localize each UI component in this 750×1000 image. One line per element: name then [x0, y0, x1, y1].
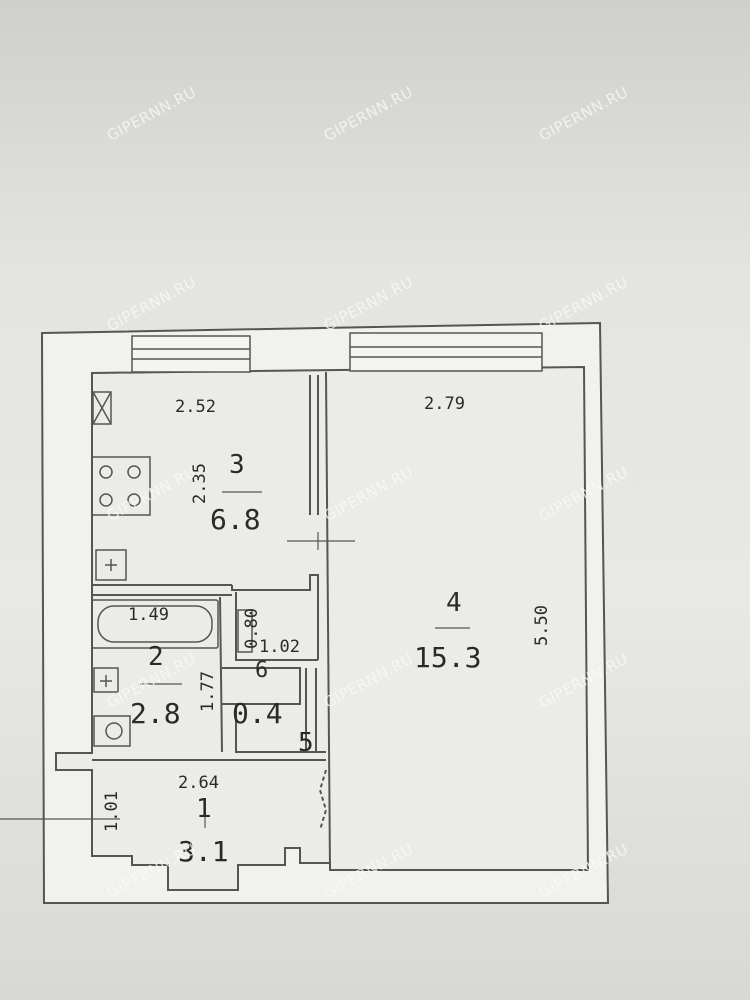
room-4-area: 15.3	[414, 641, 482, 674]
wall-kitchen-corridor	[231, 574, 319, 660]
kitchen-width-dim: 2.52	[175, 397, 216, 417]
living-width-dim: 2.79	[424, 394, 465, 414]
room-2-number: 2	[148, 642, 164, 672]
toilet-fixture	[237, 609, 253, 653]
room-6-area: 0.4	[232, 697, 283, 730]
window-kitchen	[131, 335, 251, 373]
bath-width-dim: 1.49	[128, 605, 169, 625]
room-1-number: 1	[196, 794, 212, 824]
wall-kitchen-living	[309, 375, 319, 515]
bath-depth-dim: 1.77	[197, 671, 218, 712]
bath-toilet	[93, 715, 131, 747]
kitchen-sink	[95, 549, 127, 581]
wall-toilet	[235, 592, 318, 661]
hall-width-dim: 2.64	[178, 773, 219, 793]
room-5-number: 5	[298, 728, 314, 758]
room-6-number: 6	[255, 658, 269, 683]
living-depth-dim: 5.50	[531, 605, 552, 646]
hall-depth-dim: 1.01	[101, 791, 122, 832]
wall-closet	[235, 704, 326, 753]
window-living	[349, 332, 543, 372]
vent-box	[92, 391, 112, 425]
wall-kitchen-bottom	[92, 584, 232, 596]
room-3-number: 3	[229, 450, 245, 480]
room-4-number: 4	[446, 588, 462, 618]
wall-bath-right	[219, 596, 223, 753]
door-swing-kitchen	[287, 532, 355, 550]
room-2-area: 2.8	[130, 697, 181, 730]
stove	[91, 456, 151, 516]
wall-living-left	[325, 371, 331, 871]
bathtub	[91, 599, 219, 649]
toilet-width-dim: 1.02	[259, 637, 300, 657]
inner-wall-outline	[55, 365, 590, 891]
room-1-area: 3.1	[178, 835, 229, 868]
wall-corridor-right	[305, 668, 317, 752]
bath-sink	[93, 667, 119, 693]
wall-hall-door	[318, 769, 328, 831]
wall-toilet-bottom	[222, 667, 301, 705]
room-3-area: 6.8	[210, 503, 261, 536]
